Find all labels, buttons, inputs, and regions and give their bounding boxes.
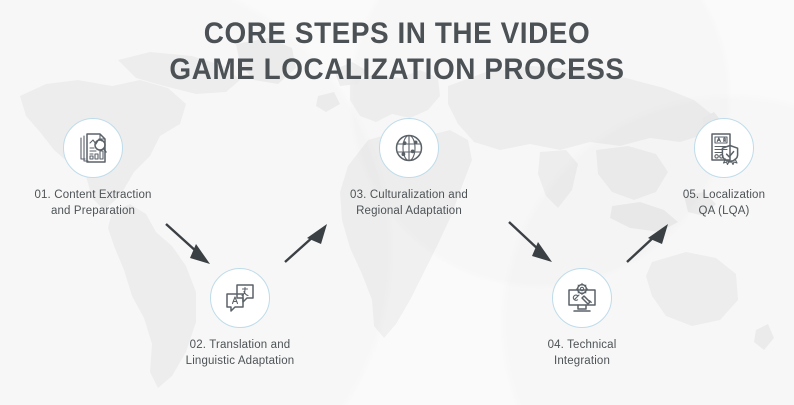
page-title-line-2: GAME LOCALIZATION PROCESS <box>169 53 625 86</box>
step-3[interactable]: 03. Culturalization and Regional Adaptat… <box>329 118 489 219</box>
qa-document-badge-icon <box>707 131 741 165</box>
step-1-label: 01. Content Extraction and Preparation <box>34 189 152 217</box>
page-title: CORE STEPS IN THE VIDEO GAME LOCALIZATIO… <box>28 16 766 88</box>
step-2-icon-circle[interactable] <box>210 268 270 328</box>
step-1-icon-circle[interactable] <box>63 118 123 178</box>
arrow-step1-to-step2 <box>165 223 210 264</box>
step-5[interactable]: 05. Localization QA (LQA) <box>644 118 794 219</box>
step-4-label: 04. Technical Integration <box>547 339 617 367</box>
monitor-gear-tools-icon <box>565 281 599 315</box>
step-4-icon-circle[interactable] <box>552 268 612 328</box>
step-1[interactable]: 01. Content Extraction and Preparation <box>13 118 173 219</box>
step-5-label: 05. Localization QA (LQA) <box>682 189 766 217</box>
step-5-icon-circle[interactable] <box>694 118 754 178</box>
step-2-label: 02. Translation and Linguistic Adaptatio… <box>185 339 295 367</box>
step-4[interactable]: 04. Technical Integration <box>502 268 662 369</box>
page-title-line-1: CORE STEPS IN THE VIDEO <box>203 17 591 50</box>
arrow-step2-to-step3 <box>284 224 327 263</box>
step-2[interactable]: 02. Translation and Linguistic Adaptatio… <box>160 268 320 369</box>
step-3-icon-circle[interactable] <box>379 118 439 178</box>
arrow-step4-to-step5 <box>626 224 668 263</box>
arrow-step3-to-step4 <box>508 221 552 262</box>
document-chart-magnifier-icon <box>76 131 110 165</box>
globe-network-icon <box>392 131 426 165</box>
step-3-label: 03. Culturalization and Regional Adaptat… <box>350 189 468 217</box>
translation-speech-bubbles-icon <box>223 281 257 315</box>
